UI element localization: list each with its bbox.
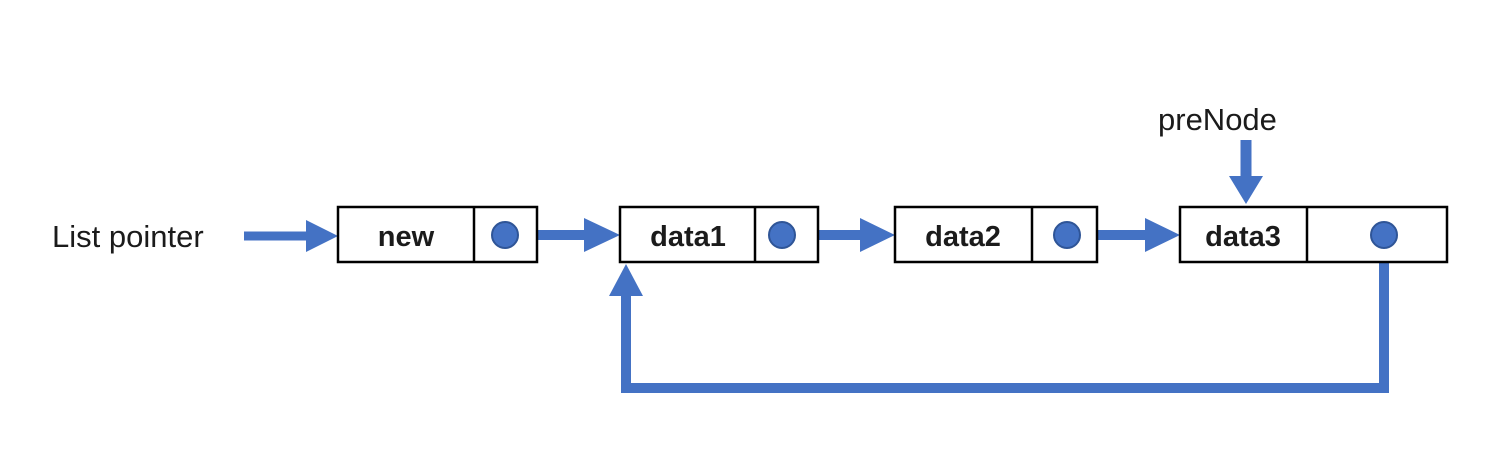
node-data1-label: data1 (650, 221, 726, 253)
node-new-label: new (378, 221, 435, 253)
node-data3-pointer-dot-icon (1370, 221, 1398, 249)
prenode-label: preNode (1158, 102, 1277, 137)
node-data3-box (1178, 205, 1449, 264)
loop-back-arrow-head-icon (609, 264, 643, 296)
nodes: new data1 data2 data3 (336, 205, 1449, 264)
node-new: new (336, 205, 539, 264)
arrow-data2-to-data3-head-icon (1145, 218, 1180, 252)
list-pointer-label: List pointer (52, 219, 204, 254)
node-data1-pointer-dot-icon (768, 221, 796, 249)
list-pointer-arrow-head-icon (306, 220, 338, 252)
prenode-arrow-head-icon (1229, 176, 1263, 204)
loop-back-arrow (609, 238, 1389, 393)
node-data2-label: data2 (925, 221, 1001, 253)
node-data2: data2 (893, 205, 1099, 264)
node-new-pointer-dot-icon (491, 221, 519, 249)
loop-back-arrow-path (621, 238, 1389, 393)
node-data3: data3 (1178, 205, 1449, 264)
arrow-data1-to-data2-head-icon (860, 218, 895, 252)
prenode-arrow (1229, 140, 1263, 204)
node-data1: data1 (618, 205, 820, 264)
list-pointer-arrow (244, 220, 338, 252)
node-data3-label: data3 (1205, 221, 1281, 253)
node-data2-pointer-dot-icon (1053, 221, 1081, 249)
arrow-new-to-data1-head-icon (584, 218, 620, 252)
connectors (244, 140, 1389, 393)
